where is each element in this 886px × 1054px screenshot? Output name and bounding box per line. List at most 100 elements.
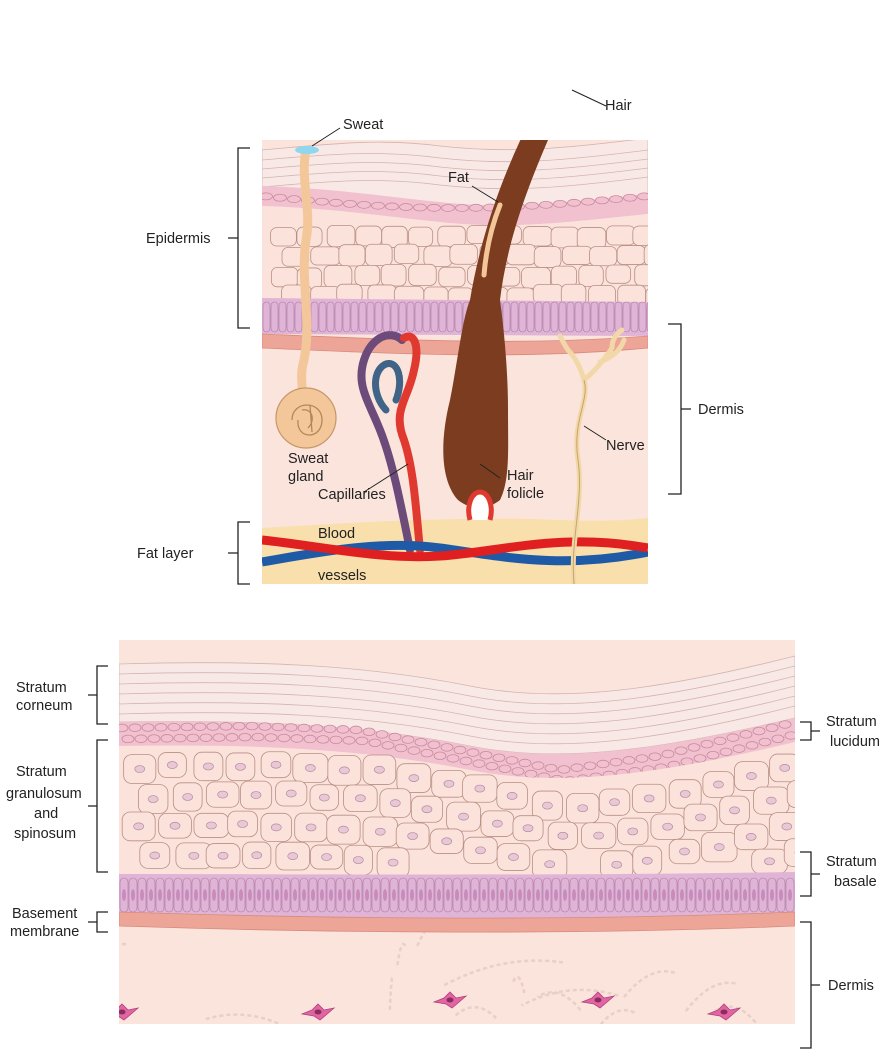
capillaries-callout: Capillaries	[318, 487, 386, 503]
lucidum-cell	[232, 721, 246, 731]
lucidum-cell	[284, 723, 298, 732]
basale-cell	[542, 301, 551, 333]
lucidum-cell	[264, 733, 278, 742]
basale-nucleus	[590, 889, 594, 901]
basale-nucleus	[374, 889, 378, 901]
lucidum-band	[262, 186, 648, 226]
lucidum-cell	[583, 761, 597, 770]
hair-folicle-callout-line2: folicle	[507, 486, 544, 502]
basale-nucleus	[545, 889, 549, 901]
basale-cell	[622, 301, 631, 333]
corneum-line	[262, 167, 648, 181]
lucidum-cell	[303, 734, 317, 744]
hair-follicle	[443, 300, 509, 508]
lucidum-cell	[732, 744, 746, 753]
lucidum-cell	[388, 732, 402, 742]
nerve-callout: Nerve	[606, 438, 645, 454]
basale-cell	[574, 301, 583, 333]
spinosum-cell	[522, 226, 553, 247]
basale-nucleus	[365, 889, 369, 901]
lucidum-cell	[525, 201, 539, 210]
lucidum-cell	[407, 746, 421, 755]
fibroblast-cells	[119, 991, 742, 1021]
epidermis-label: Epidermis	[146, 231, 210, 247]
lucidum-cell	[719, 747, 733, 757]
lucidum-cell	[765, 723, 779, 732]
cell-nucleus	[627, 827, 639, 836]
cell-nucleus	[270, 823, 282, 832]
lucidum-cell	[343, 199, 357, 208]
stratum-granulosum-label-line1: Stratum	[16, 764, 67, 780]
collagen-fibre	[119, 942, 127, 946]
cell-nucleus	[491, 819, 503, 828]
nerve-leader	[583, 425, 607, 441]
basale-nucleus	[716, 889, 720, 901]
lucidum-cell	[557, 765, 571, 774]
basale-cell	[590, 301, 599, 333]
spinosum-cell	[310, 246, 341, 266]
lucidum-cell	[518, 758, 532, 768]
stratum-basale-label-line2: basale	[834, 874, 877, 890]
basale-nucleus	[248, 889, 252, 901]
basale-cell	[262, 301, 271, 333]
cell-nucleus	[408, 774, 420, 782]
lucidum-cell	[446, 754, 460, 763]
basale-nucleus	[320, 889, 324, 901]
basale-cell	[358, 301, 367, 333]
bottom-basement-membrane	[119, 911, 795, 933]
cell-nucleus	[641, 856, 653, 865]
basale-cell	[550, 301, 559, 333]
basale-cell	[366, 301, 375, 333]
lucidum-cell	[511, 767, 525, 776]
basale-nucleus	[140, 889, 144, 901]
basale-cell	[390, 301, 399, 333]
nerve-outline	[572, 379, 586, 584]
collagen-fibre	[205, 1013, 283, 1024]
cell-nucleus	[695, 813, 706, 822]
lucidum-cell	[459, 756, 473, 766]
lucidum-cell	[399, 203, 413, 211]
lucidum-cell	[778, 720, 792, 729]
basale-nucleus	[743, 889, 747, 901]
cell-nucleus	[352, 856, 364, 864]
lucidum-cell	[212, 733, 226, 742]
basale-nucleus	[356, 889, 360, 901]
basale-nucleus	[446, 889, 450, 901]
lucidum-cell	[147, 734, 161, 743]
bottom-basale-cells	[119, 877, 795, 913]
spinosum-cell	[506, 243, 537, 266]
sweat-gland-callout-line1: Sweat	[288, 451, 328, 467]
spinosum-cell	[632, 225, 648, 246]
spinosum-cell	[532, 283, 564, 304]
cell-nucleus	[147, 795, 159, 803]
basale-cell	[350, 301, 359, 333]
basale-cell	[446, 301, 455, 333]
spinosum-cell	[326, 224, 356, 248]
cell-nucleus	[305, 823, 317, 832]
basale-nucleus	[329, 889, 333, 901]
capillaries-leader	[363, 463, 409, 493]
basale-nucleus	[635, 889, 639, 901]
lucidum-cell	[193, 722, 207, 731]
basale-nucleus	[464, 889, 468, 901]
cell-nucleus	[557, 831, 569, 840]
cell-nucleus	[799, 791, 809, 798]
cell-nucleus	[577, 804, 589, 813]
lucidum-cell	[394, 743, 408, 753]
lucidum-cell	[623, 193, 637, 202]
sweat-gland-coil	[291, 404, 323, 436]
cell-nucleus	[679, 790, 691, 798]
basale-cell	[398, 301, 407, 333]
lucidum-cell	[273, 193, 287, 202]
stratum-granulosum-label-line2: granulosum	[6, 786, 82, 802]
cell-nucleus	[508, 853, 519, 861]
lucidum-cell	[472, 759, 486, 768]
basale-cell	[430, 301, 439, 333]
lucidum-cell	[160, 734, 174, 743]
basale-nucleus	[419, 889, 423, 901]
lucidum-cell	[180, 722, 194, 732]
lucidum-cell	[648, 752, 662, 761]
lucidum-cell	[453, 745, 467, 755]
lucidum-cell	[238, 732, 252, 742]
basale-nucleus	[770, 889, 774, 901]
